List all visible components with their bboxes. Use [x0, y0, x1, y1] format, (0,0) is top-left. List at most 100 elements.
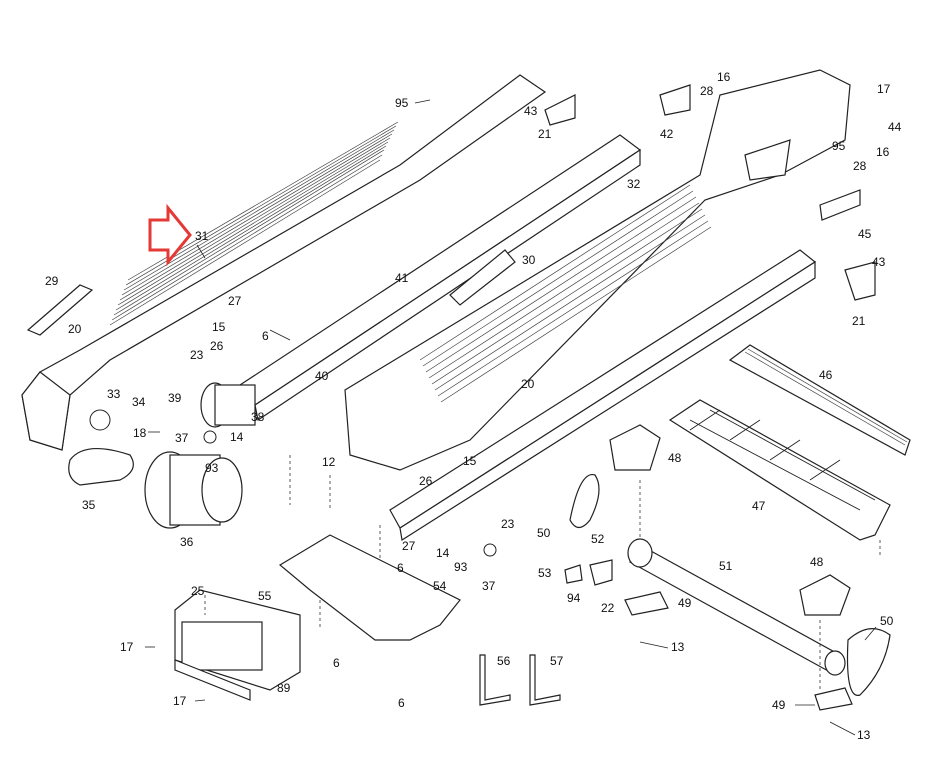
callout-28a: 28	[700, 84, 714, 98]
callout-45: 45	[858, 227, 872, 241]
callout-56: 56	[497, 654, 511, 668]
callout-53: 53	[538, 566, 552, 580]
handle-30	[449, 249, 516, 306]
roller-assembly	[144, 382, 256, 529]
callout-54: 54	[433, 579, 447, 593]
callout-43b: 43	[872, 255, 886, 269]
callout-labels: 95 31 29 20 27 6 15 26 23 41 40 38 33 34…	[45, 70, 902, 742]
callout-57: 57	[550, 654, 564, 668]
callout-20a: 20	[68, 322, 82, 336]
callout-93b: 93	[454, 560, 468, 574]
drive-belt	[68, 447, 134, 486]
motor-plate	[278, 534, 461, 641]
callout-33: 33	[107, 387, 121, 401]
red-arrow-icon	[148, 203, 192, 267]
callout-49a: 49	[678, 596, 692, 610]
callout-6c: 6	[333, 656, 340, 670]
callout-40: 40	[315, 369, 329, 383]
callout-50a: 50	[537, 526, 551, 540]
callout-16a: 16	[717, 70, 731, 84]
end-cap-29	[26, 284, 94, 336]
bracket-48-lower	[799, 574, 851, 616]
callout-30: 30	[522, 253, 536, 267]
callout-14b: 14	[436, 546, 450, 560]
callout-26b: 26	[419, 474, 433, 488]
pad-33	[89, 409, 111, 431]
callout-48a: 48	[668, 451, 682, 465]
callout-18: 18	[133, 426, 147, 440]
callout-89: 89	[277, 681, 291, 695]
incline-cover	[728, 344, 911, 456]
leader-lines	[145, 99, 877, 736]
callout-12: 12	[322, 455, 336, 469]
callout-36: 36	[180, 535, 194, 549]
callout-41: 41	[395, 271, 409, 285]
callout-17b: 17	[173, 694, 187, 708]
callout-55: 55	[258, 589, 272, 603]
assembly-lines	[204, 455, 881, 690]
callout-13a: 13	[671, 640, 685, 654]
callout-37a: 37	[175, 431, 189, 445]
bracket-49-upper	[624, 591, 669, 616]
bracket-43-left	[544, 94, 576, 126]
frame-rails	[239, 134, 817, 541]
callout-27b: 27	[402, 539, 416, 553]
foot-tray	[668, 399, 891, 541]
callout-6d: 6	[398, 696, 405, 710]
clip-52	[589, 559, 613, 586]
callout-50b: 50	[880, 614, 894, 628]
callout-17c: 17	[877, 82, 891, 96]
callout-34: 34	[132, 395, 146, 409]
callout-21b: 21	[852, 314, 866, 328]
callout-27a: 27	[228, 294, 242, 308]
bracket-42	[659, 84, 691, 116]
bracket-43-right	[844, 261, 876, 301]
callout-49b: 49	[772, 698, 786, 712]
callout-14a: 14	[230, 430, 244, 444]
callout-43a: 43	[524, 104, 538, 118]
callout-15b: 15	[463, 454, 477, 468]
callout-48b: 48	[810, 555, 824, 569]
right-side-rail	[344, 69, 851, 471]
bracket-48-upper	[609, 424, 661, 471]
callout-38: 38	[251, 410, 265, 424]
callout-51: 51	[719, 559, 733, 573]
callout-32: 32	[627, 177, 641, 191]
left-rail-ribs	[109, 121, 399, 326]
callout-21a: 21	[538, 127, 552, 141]
wheel-50-upper	[569, 474, 600, 529]
callout-6b: 6	[397, 561, 404, 575]
callout-15a: 15	[212, 320, 226, 334]
callout-93a: 93	[205, 461, 219, 475]
callout-46: 46	[819, 368, 833, 382]
callout-25: 25	[191, 584, 205, 598]
callout-52: 52	[591, 532, 605, 546]
wheel-50-lower	[846, 628, 891, 696]
callout-31: 31	[195, 229, 209, 243]
callout-44: 44	[888, 120, 902, 134]
callout-95b: 95	[832, 139, 846, 153]
callout-42: 42	[660, 127, 674, 141]
callout-22: 22	[601, 601, 615, 615]
callout-94: 94	[567, 591, 581, 605]
callout-13b: 13	[857, 728, 871, 742]
controller-board	[174, 589, 301, 701]
callout-37b: 37	[482, 579, 496, 593]
callout-16b: 16	[876, 145, 890, 159]
callout-35: 35	[82, 498, 96, 512]
callout-26a: 26	[210, 339, 224, 353]
callout-29: 29	[45, 274, 59, 288]
wrench-56	[479, 654, 511, 706]
left-side-rail	[21, 74, 547, 451]
callout-95a: 95	[395, 96, 409, 110]
callout-17a: 17	[120, 640, 134, 654]
callout-23a: 23	[190, 348, 204, 362]
ring-37b	[483, 543, 497, 557]
bracket-49-lower	[814, 687, 853, 711]
callout-23b: 23	[501, 517, 515, 531]
right-rail-ribs	[419, 184, 712, 403]
callout-28b: 28	[853, 159, 867, 173]
wrench-57	[529, 654, 561, 706]
